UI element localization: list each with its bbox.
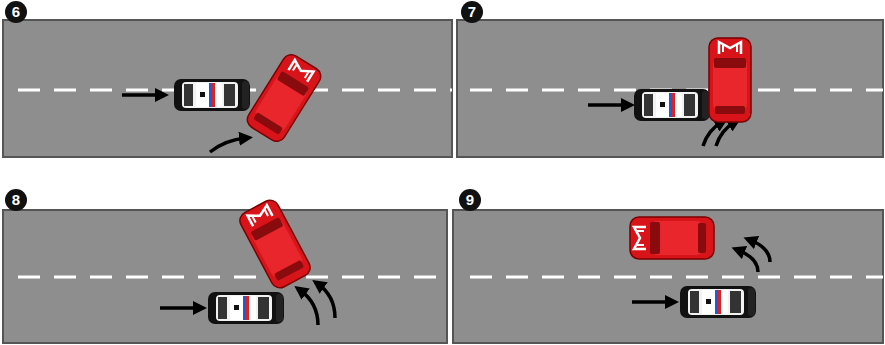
callout-spot: 9 [459,189,481,211]
motion-arrow [122,95,770,325]
lane-line [18,90,883,277]
callout-spot: 8 [5,189,27,211]
callout-spot: 7 [461,1,483,23]
callout-spot: 6 [5,1,27,23]
callout-number: 9 [459,189,481,211]
red-car [237,38,751,291]
road-panel [3,20,883,343]
callout-number: 8 [5,189,27,211]
callout-number: 6 [5,1,27,23]
callout-number: 7 [461,1,483,23]
